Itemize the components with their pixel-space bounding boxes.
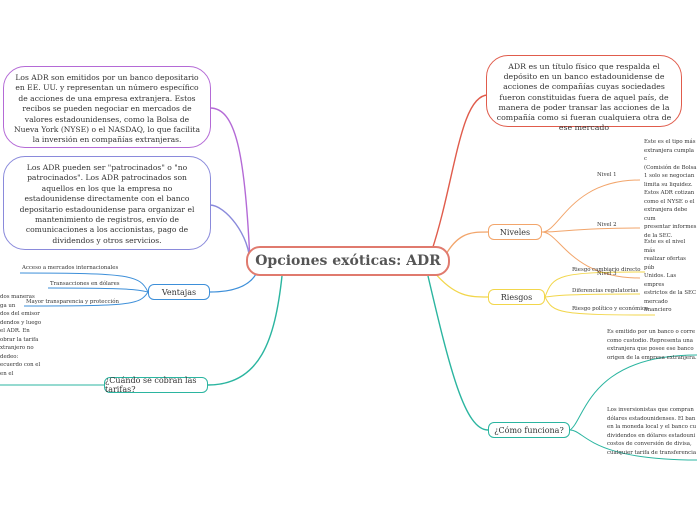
nivel-1-text[interactable]: Este es el tipo más extranjera cumpla c … xyxy=(644,139,697,188)
nivel-3-text[interactable]: Este es el nivel más realizar ofertas pú… xyxy=(644,239,697,313)
como-funciona-node[interactable]: ¿Cómo funciona? xyxy=(488,422,570,438)
riesgo-cambiario[interactable]: Riesgo cambiario directo xyxy=(572,267,641,273)
nivel-1-label[interactable]: Nivel 1 xyxy=(597,172,617,178)
ventaja-transparencia[interactable]: Mayor transparencia y protección xyxy=(26,299,119,305)
link-riesgo-3 xyxy=(544,296,656,316)
link-nivel3 xyxy=(541,231,641,279)
nivel-3-label[interactable]: Nivel 3 xyxy=(597,271,617,277)
riesgo-regulatorio[interactable]: Diferencias regulatorias xyxy=(572,288,639,294)
link-ventajas-1 xyxy=(19,272,149,293)
riesgos-node[interactable]: Riesgos xyxy=(488,289,545,305)
link-ventajas-2 xyxy=(47,287,149,293)
link-como-1 xyxy=(569,354,697,431)
link-definition xyxy=(431,94,489,251)
link-nivel2 xyxy=(541,227,641,233)
link-ventajas-3 xyxy=(23,291,149,307)
nivel-2-label[interactable]: Nivel 2 xyxy=(597,222,617,228)
adr-definition-box[interactable]: ADR es un título físico que respalda el … xyxy=(486,55,682,132)
riesgo-politico[interactable]: Riesgo político y económico xyxy=(572,306,649,312)
tarifas-text[interactable]: dos maneras ga un dos del emisor dendos … xyxy=(0,294,42,377)
link-tarifas xyxy=(207,275,283,386)
ventaja-transacciones-dolares[interactable]: Transacciones en dólares xyxy=(50,281,120,287)
link-como-2 xyxy=(569,429,697,461)
como-funciona-text-2[interactable]: Los inversionistas que compran dólares e… xyxy=(607,407,697,456)
link-riesgo-1 xyxy=(544,271,646,298)
link-box1 xyxy=(209,107,251,263)
ventaja-acceso-mercados[interactable]: Acceso a mercados internacionales xyxy=(22,265,119,271)
link-riesgos xyxy=(433,271,489,298)
como-funciona-text-1[interactable]: Es emitido por un banco o corre como cus… xyxy=(607,329,697,361)
tarifas-node[interactable]: ¿Cuándo se cobran las tarifas? xyxy=(104,376,208,394)
link-riesgo-2 xyxy=(544,293,641,298)
link-como xyxy=(427,275,489,431)
adr-issuance-box[interactable]: Los ADR son emitidos por un banco deposi… xyxy=(3,66,211,148)
ventajas-node[interactable]: Ventajas xyxy=(148,284,210,300)
nivel-2-text[interactable]: Estos ADR cotizan como el NYSE o el extr… xyxy=(644,190,697,239)
link-box2 xyxy=(209,204,251,265)
adr-sponsorship-box[interactable]: Los ADR pueden ser "patrocinados" o "no … xyxy=(3,156,211,250)
niveles-node[interactable]: Niveles xyxy=(488,224,542,240)
central-topic[interactable]: Opciones exóticas: ADR xyxy=(246,246,450,276)
link-nivel1 xyxy=(541,179,641,233)
